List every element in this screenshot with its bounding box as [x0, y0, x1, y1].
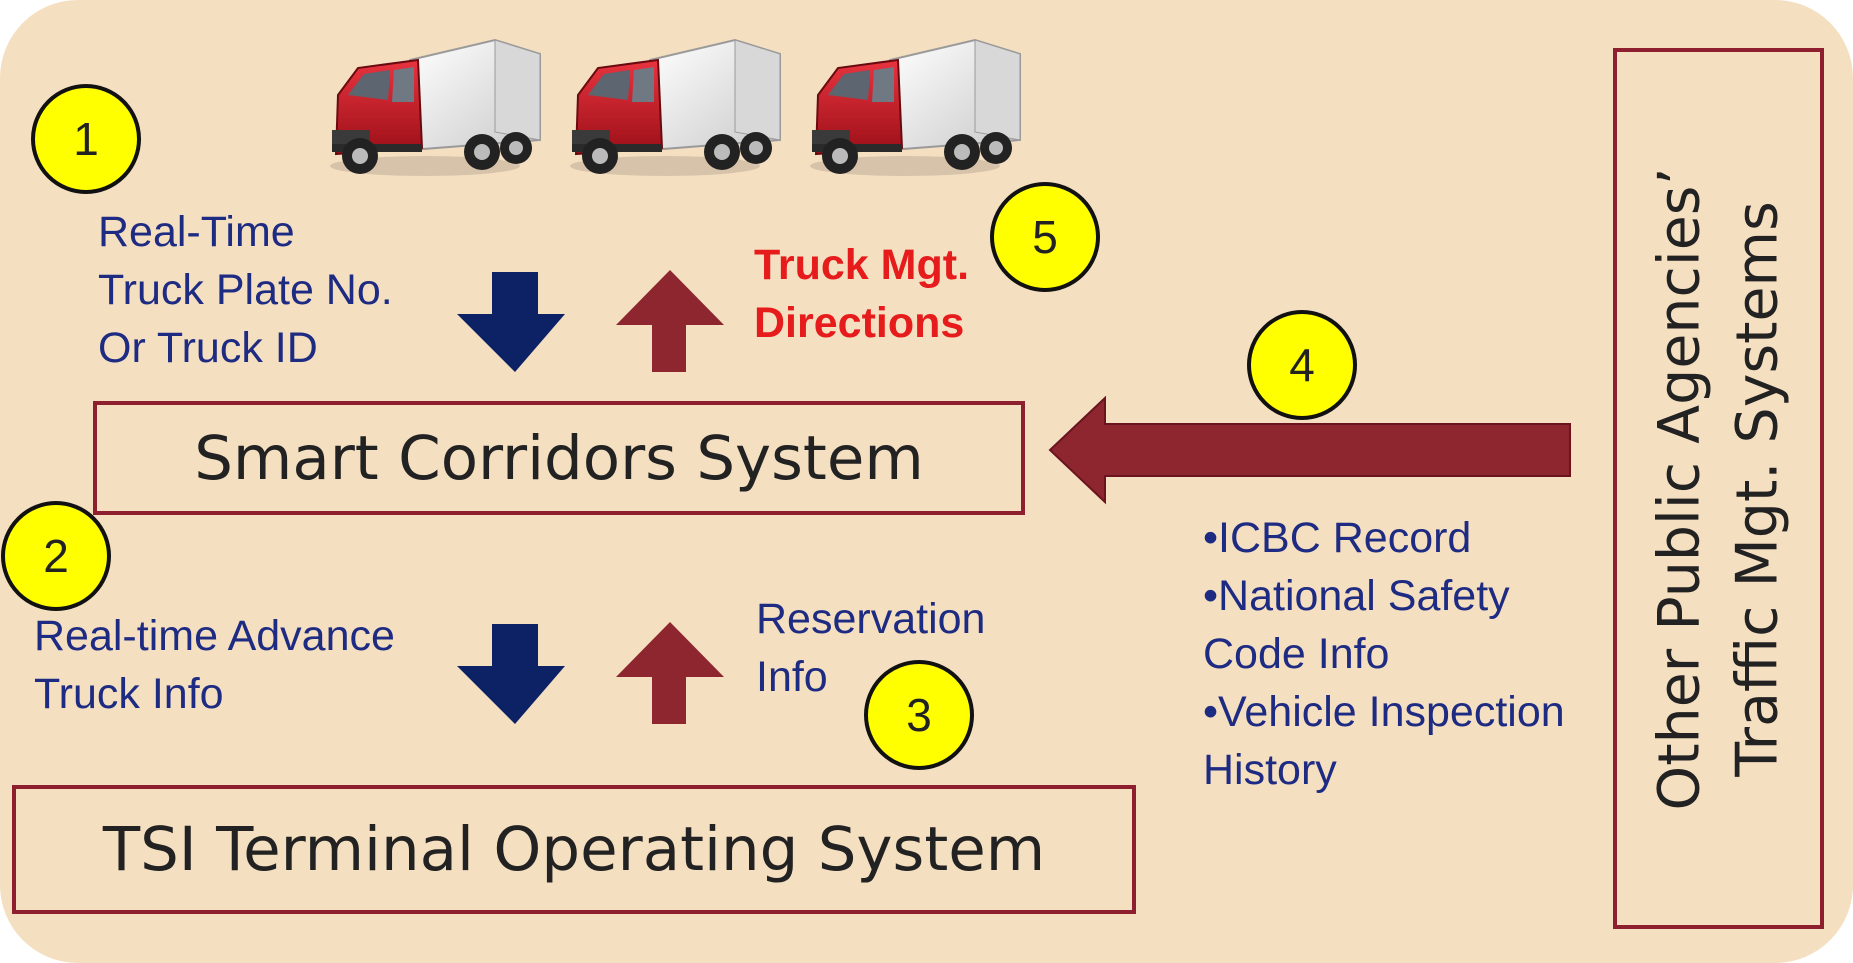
step-badge-1: 1 — [31, 84, 141, 194]
arrow-up-bottom-icon — [616, 622, 724, 724]
realtime-truck-id-label: Real-Time Truck Plate No. Or Truck ID — [98, 208, 393, 372]
truck-icon — [569, 39, 781, 177]
tsi-terminal-system-box: TSI Terminal Operating System — [12, 785, 1136, 914]
step-badge-4: 4 — [1247, 310, 1357, 420]
arrow-left-large-icon — [1048, 395, 1571, 505]
public-agencies-title-line2: Traffic Mgt. Systems — [1724, 200, 1791, 777]
step-badge-3: 3 — [864, 660, 974, 770]
arrow-down-bottom-icon — [457, 624, 565, 724]
realtime-advance-truck-info-label: Real-time Advance Truck Info — [34, 612, 395, 718]
reservation-info-label: Reservation Info — [756, 595, 986, 701]
arrow-up-top-icon — [616, 270, 724, 372]
public-agencies-system-box: Other Public Agencies’ Traffic Mgt. Syst… — [1613, 48, 1824, 929]
public-agencies-system-title: Other Public Agencies’ Traffic Mgt. Syst… — [1641, 167, 1797, 810]
smart-corridors-system-box: Smart Corridors System — [93, 401, 1025, 515]
step-badge-2: 2 — [1, 501, 111, 611]
tsi-terminal-system-title: TSI Terminal Operating System — [102, 814, 1046, 885]
records-list-label: •ICBC Record •National Safety Code Info … — [1203, 514, 1565, 794]
truck-icon — [329, 39, 541, 177]
truck-icon — [809, 39, 1021, 177]
smart-corridors-system-title: Smart Corridors System — [194, 422, 924, 494]
public-agencies-title-line1: Other Public Agencies’ — [1646, 166, 1713, 811]
arrow-down-top-icon — [457, 272, 565, 372]
step-badge-5: 5 — [990, 182, 1100, 292]
truck-mgt-directions-label: Truck Mgt. Directions — [754, 241, 970, 347]
